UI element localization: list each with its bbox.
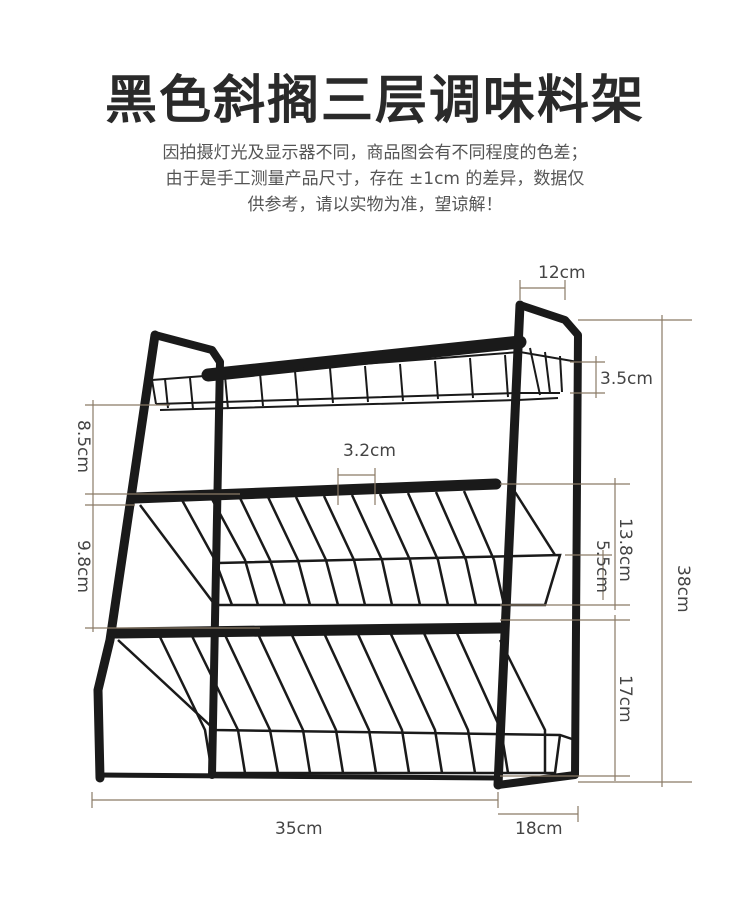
dimension-lines: [85, 280, 692, 822]
base-bar: [97, 772, 501, 781]
dim-top-rail-height: 3.5cm: [600, 369, 653, 389]
middle-basket: [139, 490, 562, 607]
right-upright: [493, 300, 525, 790]
bottom-basket: [117, 630, 576, 775]
dim-top-depth: 12cm: [538, 263, 586, 283]
notice-line-3: 供参考，请以实物为准，望谅解！: [247, 195, 503, 215]
rack-frame: [93, 300, 582, 790]
right-side-frame: [494, 301, 582, 789]
dim-middle-rail-height: 5.5cm: [592, 540, 612, 593]
dim-total-height: 38cm: [673, 565, 693, 613]
back-left-upright: [151, 331, 224, 779]
dim-width: 35cm: [275, 819, 323, 839]
notice-line-2: 由于是手工测量产品尺寸，存在 ±1cm 的差异，数据仅: [165, 169, 585, 189]
front-left-leg: [93, 330, 160, 783]
dim-depth: 18cm: [515, 819, 563, 839]
top-basket: [151, 347, 579, 411]
dim-middle-tier-height: 13.8cm: [615, 518, 635, 582]
dim-wire-spacing: 3.2cm: [343, 441, 396, 461]
middle-shelf-bar: [129, 478, 502, 504]
dim-middle-gap: 9.8cm: [73, 540, 93, 593]
bottom-shelf-bar: [109, 622, 506, 639]
top-shelf-bar: [201, 335, 527, 382]
dim-bottom-tier-height: 17cm: [615, 675, 635, 723]
dim-top-gap: 8.5cm: [73, 420, 93, 473]
page-title: 黑色斜搁三层调味料架: [104, 71, 645, 131]
notice-line-1: 因拍摄灯光及显示器不同，商品图会有不同程度的色差；: [162, 143, 588, 163]
disclaimer-notice: 因拍摄灯光及显示器不同，商品图会有不同程度的色差； 由于是手工测量产品尺寸，存在…: [0, 140, 750, 218]
